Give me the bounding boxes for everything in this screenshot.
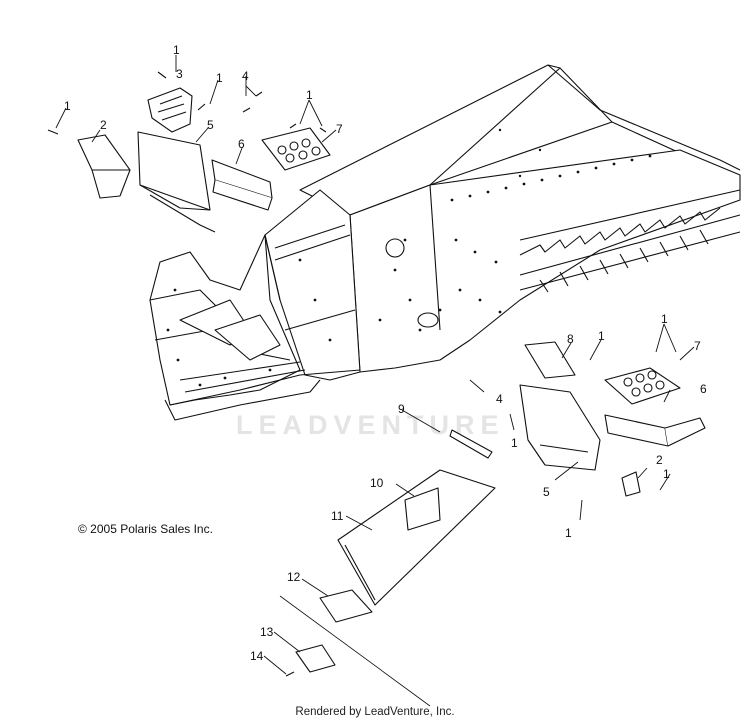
callout-1-g: 1	[511, 436, 518, 450]
callout-6-b: 6	[700, 382, 707, 396]
callout-1-c: 1	[64, 99, 71, 113]
callout-3: 3	[176, 67, 183, 81]
callout-10: 10	[370, 476, 384, 490]
upper-parts	[47, 71, 331, 233]
callout-5-b: 5	[543, 485, 550, 499]
callout-2-b: 2	[656, 453, 663, 467]
lower-parts	[279, 469, 496, 707]
right-parts	[449, 341, 706, 497]
callout-1-e: 1	[598, 329, 605, 343]
callout-14: 14	[250, 649, 264, 663]
callout-1-h: 1	[663, 467, 670, 481]
callout-4-b: 4	[496, 392, 503, 406]
callout-5-a: 5	[207, 118, 214, 132]
footer-credit: Rendered by LeadVenture, Inc.	[295, 706, 455, 718]
callout-9: 9	[398, 402, 405, 416]
bulkhead-frame	[149, 189, 361, 421]
callout-1-d: 1	[306, 88, 313, 102]
callout-7-b: 7	[694, 339, 701, 353]
leader-lines	[55, 55, 695, 675]
callout-11: 11	[331, 509, 344, 523]
callout-2-a: 2	[100, 118, 107, 132]
callout-1-b: 1	[216, 71, 223, 85]
callout-13: 13	[260, 625, 274, 639]
callout-8: 8	[567, 332, 574, 346]
copyright-text: © 2005 Polaris Sales Inc.	[78, 522, 213, 536]
callout-1-f: 1	[661, 312, 668, 326]
callout-7-a: 7	[336, 122, 343, 136]
callout-4-a: 4	[242, 69, 249, 83]
callout-12: 12	[287, 570, 301, 584]
tunnel-chassis	[299, 64, 741, 373]
callout-6-a: 6	[238, 137, 245, 151]
callout-1-a: 1	[173, 43, 180, 57]
callout-1-i: 1	[565, 526, 572, 540]
